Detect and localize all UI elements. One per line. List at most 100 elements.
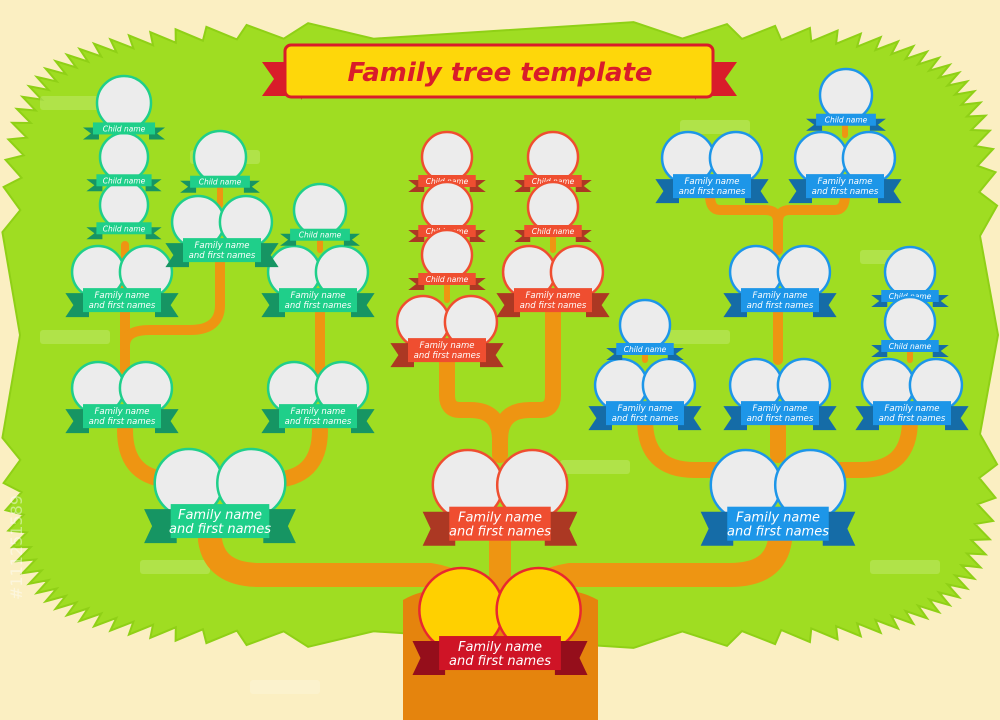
child-name-label: Child name	[889, 342, 932, 351]
photo-frame	[818, 67, 874, 123]
photo-frame	[883, 245, 937, 299]
side-watermark-text: #111251589	[7, 495, 26, 600]
member-name-line2: and first names	[189, 251, 256, 261]
member-name-line2: and first names	[679, 187, 746, 197]
member-name-line1: Family name	[818, 177, 873, 187]
member-name-line2: and first names	[747, 301, 814, 311]
ribbon-band	[83, 288, 161, 313]
photo-frame	[192, 129, 248, 185]
member-name-line1: Family name	[458, 511, 542, 526]
member-name-line1: Family name	[195, 241, 250, 251]
branch-right-b	[792, 412, 918, 478]
member-name-line2: and first names	[89, 301, 156, 311]
decorative-watermark-stamp	[660, 330, 730, 344]
child-name-label: Child name	[426, 275, 469, 284]
ribbon-tail-left	[144, 509, 177, 544]
ribbon-tail-left	[422, 511, 456, 546]
child-name-label: Child name	[103, 176, 146, 185]
left-child-1: Child name	[86, 179, 162, 240]
branch-right-a	[637, 412, 768, 478]
decorative-watermark-stamp	[40, 330, 110, 344]
ribbon-band	[741, 401, 819, 426]
branch-center-b	[492, 292, 561, 448]
ribbon-band	[449, 506, 551, 541]
member-name-line1: Family name	[753, 291, 808, 301]
photo-frame	[292, 182, 348, 238]
photo-frame	[98, 179, 150, 231]
member-name-line2: and first names	[612, 414, 679, 424]
member-name-line2: and first names	[747, 414, 814, 424]
member-name-line2: and first names	[812, 187, 879, 197]
member-name-line2: and first names	[879, 414, 946, 424]
child-name-label: Child name	[624, 345, 667, 354]
photo-frame	[883, 295, 937, 349]
left-child-5: Child name	[280, 182, 360, 246]
member-name-line1: Family name	[291, 291, 346, 301]
ribbon-band	[439, 636, 561, 671]
ribbon-band	[190, 175, 250, 188]
ribbon-band	[83, 404, 161, 429]
ribbon-tail-left	[412, 641, 446, 676]
ribbon-band	[873, 401, 951, 426]
member-name-line1: Family name	[885, 404, 940, 414]
decorative-watermark-stamp	[680, 120, 750, 134]
member-name-line1: Family name	[95, 291, 150, 301]
member-name-line2: and first names	[727, 525, 829, 540]
member-name-line1: Family name	[291, 407, 346, 417]
center-child-3: Child name	[408, 228, 486, 290]
title-banner: Family tree template	[262, 43, 737, 100]
photo-frame	[526, 130, 580, 184]
member-name-line1: Family name	[95, 407, 150, 417]
left-child-3: Child name	[82, 74, 166, 140]
ribbon-band	[96, 222, 152, 235]
ribbon-band	[816, 113, 876, 126]
ribbon-tail-right	[544, 511, 578, 546]
right-child-3: Child name	[871, 295, 949, 357]
child-name-label: Child name	[103, 124, 146, 133]
ribbon-band	[673, 174, 751, 199]
member-name-line2: and first names	[285, 301, 352, 311]
branch-right-f	[773, 180, 850, 227]
member-name-line1: Family name	[736, 511, 820, 526]
ribbon-band	[616, 343, 674, 355]
ribbon-band	[290, 228, 350, 241]
child-name-label: Child name	[532, 227, 575, 236]
right-child-1: Child name	[806, 67, 886, 131]
ribbon-band	[408, 338, 486, 363]
center-child-5: Child name	[514, 180, 592, 242]
photo-frame	[420, 180, 474, 234]
child-name-label: Child name	[103, 224, 146, 233]
photo-frame	[95, 74, 153, 132]
ribbon-band	[606, 401, 684, 426]
right-child-4: Child name	[606, 298, 684, 360]
photo-frame	[420, 228, 474, 282]
title-band	[283, 43, 715, 99]
page-title: Family tree template	[347, 58, 652, 88]
ribbon-band	[170, 504, 270, 539]
member-name-line2: and first names	[449, 525, 551, 540]
branch-left-i	[120, 250, 225, 350]
center-child-4: Child name	[514, 130, 592, 192]
ribbon-band	[524, 225, 582, 237]
ribbon-band	[418, 273, 476, 285]
ribbon-tail-left	[700, 511, 734, 546]
decorative-watermark-stamp	[250, 680, 320, 694]
child-name-label: Child name	[299, 231, 342, 240]
member-name-line2: and first names	[414, 351, 481, 361]
ribbon-band	[741, 288, 819, 313]
child-name-label: Child name	[825, 116, 868, 125]
member-name-line2: and first names	[449, 654, 551, 669]
photo-frame	[618, 298, 672, 352]
member-name-line1: Family name	[526, 291, 581, 301]
